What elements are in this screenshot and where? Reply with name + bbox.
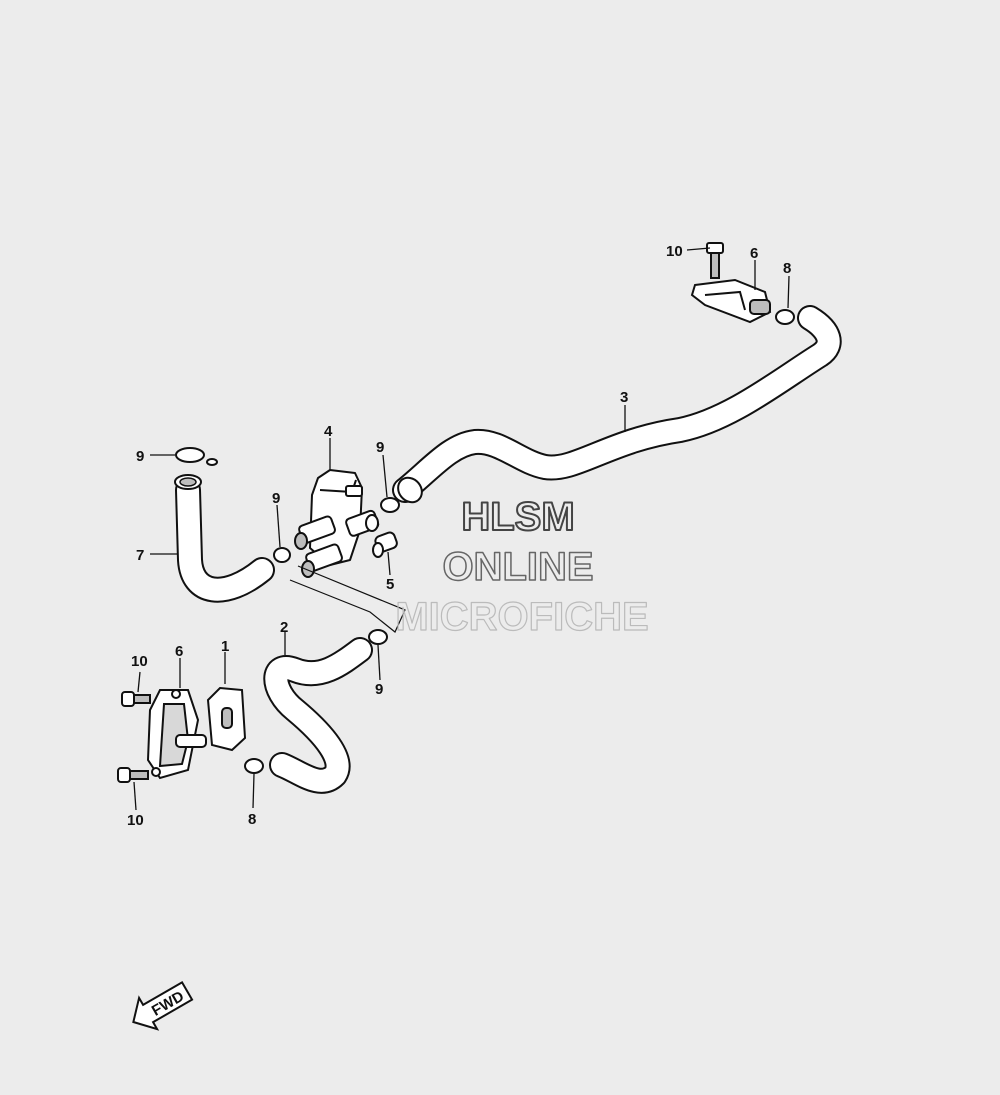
hose-3 <box>392 305 842 504</box>
plate-6-bottom <box>146 689 207 780</box>
watermark: HLSM ONLINE MICROFICHE <box>395 494 650 640</box>
callout-5: 5 <box>386 576 394 593</box>
watermark-line-2: ONLINE <box>442 545 593 589</box>
callout-9-c: 9 <box>272 490 280 507</box>
callout-10-b: 10 <box>127 812 144 829</box>
callout-10-a: 10 <box>131 653 148 670</box>
clamp-8-top <box>775 309 795 325</box>
callout-1: 1 <box>221 638 229 655</box>
bolt-10-b <box>117 767 149 783</box>
valve-4 <box>294 469 380 578</box>
hose-2 <box>263 637 373 794</box>
callout-9-b: 9 <box>376 439 384 456</box>
callout-9-d: 9 <box>375 681 383 698</box>
clamp-8-bottom <box>244 758 264 774</box>
callout-6-top: 6 <box>750 245 758 262</box>
callouts: 10 6 8 3 4 9 9 9 7 5 2 1 6 10 9 8 10 <box>127 243 791 829</box>
clamp-9-c <box>273 547 291 563</box>
leader-lines <box>133 247 790 811</box>
plate-6-top <box>690 278 772 324</box>
clamps <box>175 309 795 774</box>
callout-6-bottom: 6 <box>175 643 183 660</box>
gasket-1 <box>206 686 247 752</box>
callout-9-a: 9 <box>136 448 144 465</box>
bolt-10-a <box>121 691 151 707</box>
arrow-icon <box>132 980 194 1031</box>
clamp-9-a <box>175 447 205 463</box>
callout-8-bottom: 8 <box>248 811 256 828</box>
callout-8-top: 8 <box>783 260 791 277</box>
reference-lines <box>289 565 406 633</box>
clamp-9-b <box>380 497 400 513</box>
callout-3: 3 <box>620 389 628 406</box>
callout-4: 4 <box>324 423 333 440</box>
callout-7: 7 <box>136 547 144 564</box>
watermark-line-1: HLSM <box>461 495 574 539</box>
bolt-10-top <box>706 242 724 279</box>
watermark-line-3: MICROFICHE <box>395 595 648 639</box>
callout-10-top: 10 <box>666 243 683 260</box>
clamp-9-d <box>368 629 388 645</box>
callout-2: 2 <box>280 619 288 636</box>
cap-5 <box>372 531 398 558</box>
hose-7 <box>174 474 275 603</box>
